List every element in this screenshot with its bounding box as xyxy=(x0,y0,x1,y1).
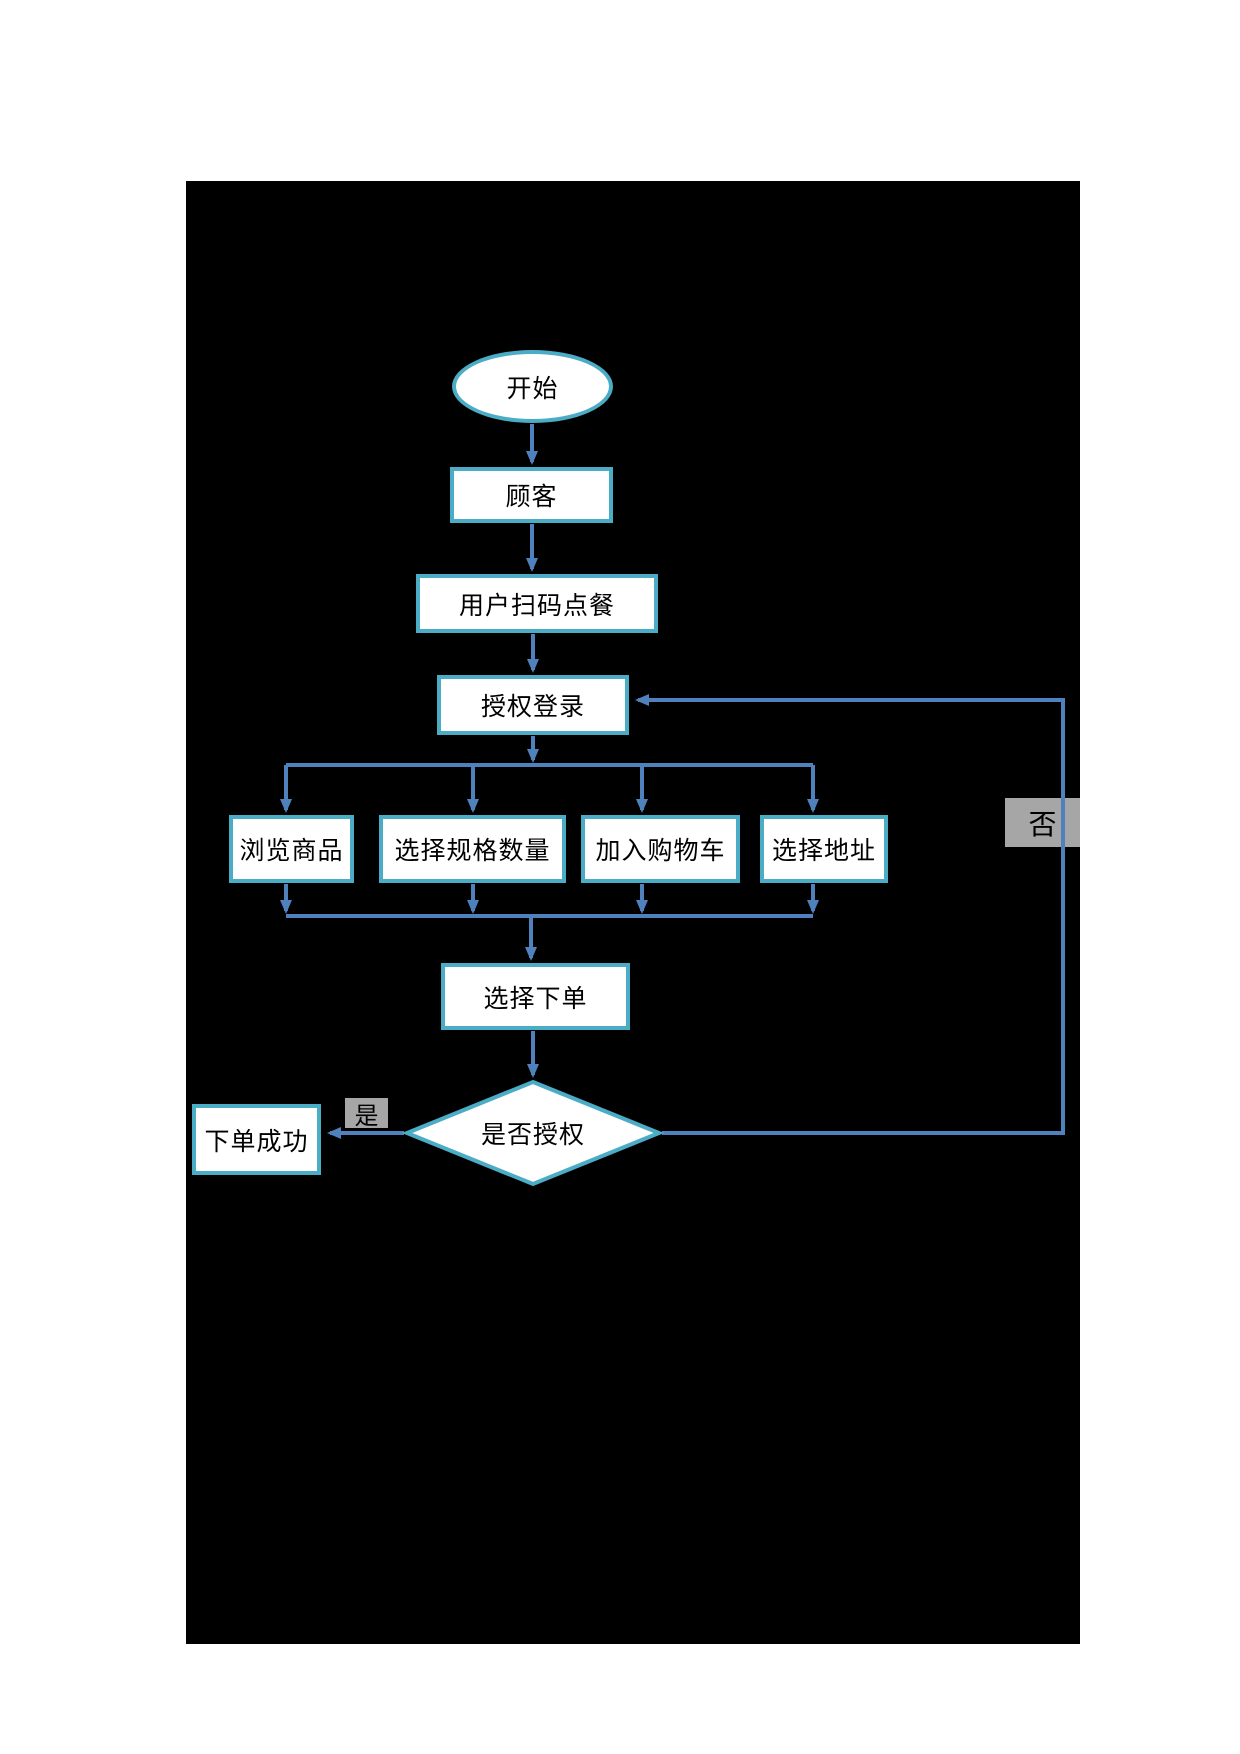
node-start-label: 开始 xyxy=(506,373,559,403)
node-add-to-cart: 加入购物车 xyxy=(581,815,740,883)
node-order-success: 下单成功 xyxy=(192,1104,321,1175)
connector-arrows xyxy=(280,424,1065,1139)
node-scan-order-label: 用户扫码点餐 xyxy=(458,590,615,620)
node-select-address-label: 选择地址 xyxy=(771,836,876,865)
node-browse-products: 浏览商品 xyxy=(229,815,354,883)
node-scan-order: 用户扫码点餐 xyxy=(416,574,658,633)
node-auth-login-label: 授权登录 xyxy=(480,692,585,721)
node-customer-label: 顾客 xyxy=(505,482,558,511)
decision-is-authorized: 是否授权 xyxy=(401,1079,665,1187)
node-browse-products-label: 浏览商品 xyxy=(239,836,344,865)
edge-label-yes: 是 xyxy=(345,1098,388,1130)
node-add-to-cart-label: 加入购物车 xyxy=(595,836,726,865)
edge-label-no: 否 xyxy=(1005,798,1080,847)
diamond-shape xyxy=(401,1079,665,1187)
decision-is-authorized-label: 是否授权 xyxy=(480,1120,585,1149)
node-order-success-label: 下单成功 xyxy=(204,1126,309,1156)
node-select-address: 选择地址 xyxy=(760,815,888,883)
node-place-order-label: 选择下单 xyxy=(483,983,588,1013)
node-customer: 顾客 xyxy=(450,467,613,523)
node-start: 开始 xyxy=(452,350,613,423)
node-auth-login: 授权登录 xyxy=(437,675,629,735)
node-select-spec-qty: 选择规格数量 xyxy=(379,815,566,883)
node-select-spec-qty-label: 选择规格数量 xyxy=(394,836,551,865)
node-place-order: 选择下单 xyxy=(441,963,630,1030)
flowchart-canvas: 否 是 xyxy=(186,181,1080,1644)
